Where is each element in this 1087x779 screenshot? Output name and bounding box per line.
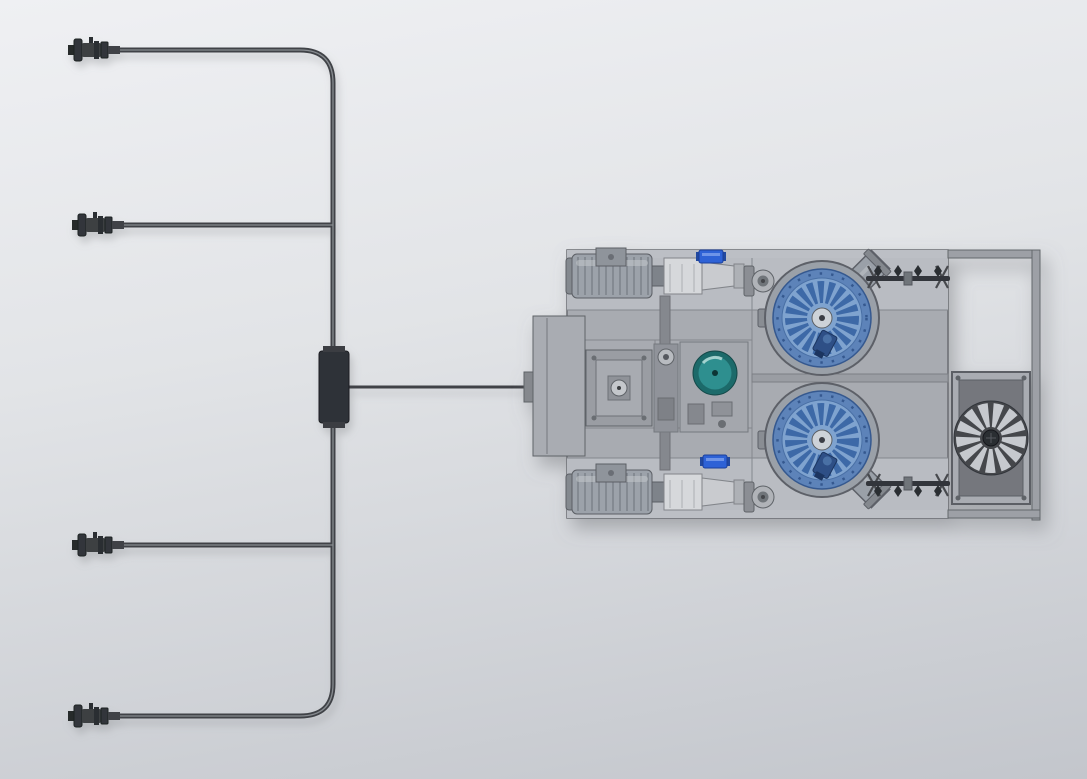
- coupling-block: [657, 397, 675, 421]
- spray-nozzle-1: [67, 36, 121, 62]
- teal-inlet-unit: [679, 341, 749, 433]
- pipe-highlight-loop: [114, 49, 334, 717]
- plate-screw-4: [641, 415, 647, 421]
- central-gearbox: [585, 349, 653, 427]
- frame-rail-right: [1031, 249, 1041, 521]
- fan-screw-2: [1021, 375, 1027, 381]
- gearbox-shaft-center: [617, 386, 621, 390]
- frame-rail-top: [947, 249, 1041, 259]
- plate-screw-2: [641, 355, 647, 361]
- inlet-center: [712, 370, 718, 376]
- fan-screw-1: [955, 375, 961, 381]
- axial-fan-unit: [951, 371, 1031, 505]
- coupling-column: [653, 295, 679, 471]
- manifold-flange-bottom: [323, 422, 345, 428]
- plate-screw-3: [591, 415, 597, 421]
- spray-nozzle-4: [67, 702, 121, 728]
- blower-divider-beam: [751, 373, 949, 383]
- manifold-flange-top: [323, 346, 345, 352]
- inlet-plate: [532, 315, 586, 457]
- pipe-loop-top-bottom: [112, 47, 336, 719]
- drive-shaft-upper: [659, 295, 671, 345]
- piping-network: [67, 36, 533, 728]
- plate-screw-1: [591, 355, 597, 361]
- inlet-fitting-1: [687, 403, 705, 425]
- fan-screw-3: [955, 495, 961, 501]
- frame-rail-bottom: [947, 509, 1041, 519]
- fan-screw-4: [1021, 495, 1027, 501]
- drive-shaft-lower: [659, 429, 671, 471]
- deck-top-rail: [567, 250, 948, 258]
- manifold-block: [318, 350, 350, 424]
- inlet-fitting-bolt: [718, 420, 726, 428]
- valve-top: [695, 249, 727, 264]
- inlet-fitting-2: [711, 401, 733, 417]
- fan-hub-cross: [986, 433, 996, 443]
- machine-assembly: [523, 247, 1041, 521]
- fan-blades: [956, 403, 1026, 473]
- spray-nozzle-2: [71, 211, 125, 237]
- inlet-highlight: [701, 355, 723, 365]
- deck-bottom-rail: [567, 510, 948, 518]
- coupling-center: [663, 354, 669, 360]
- valve-bottom: [699, 454, 731, 469]
- spray-nozzle-3: [71, 531, 125, 557]
